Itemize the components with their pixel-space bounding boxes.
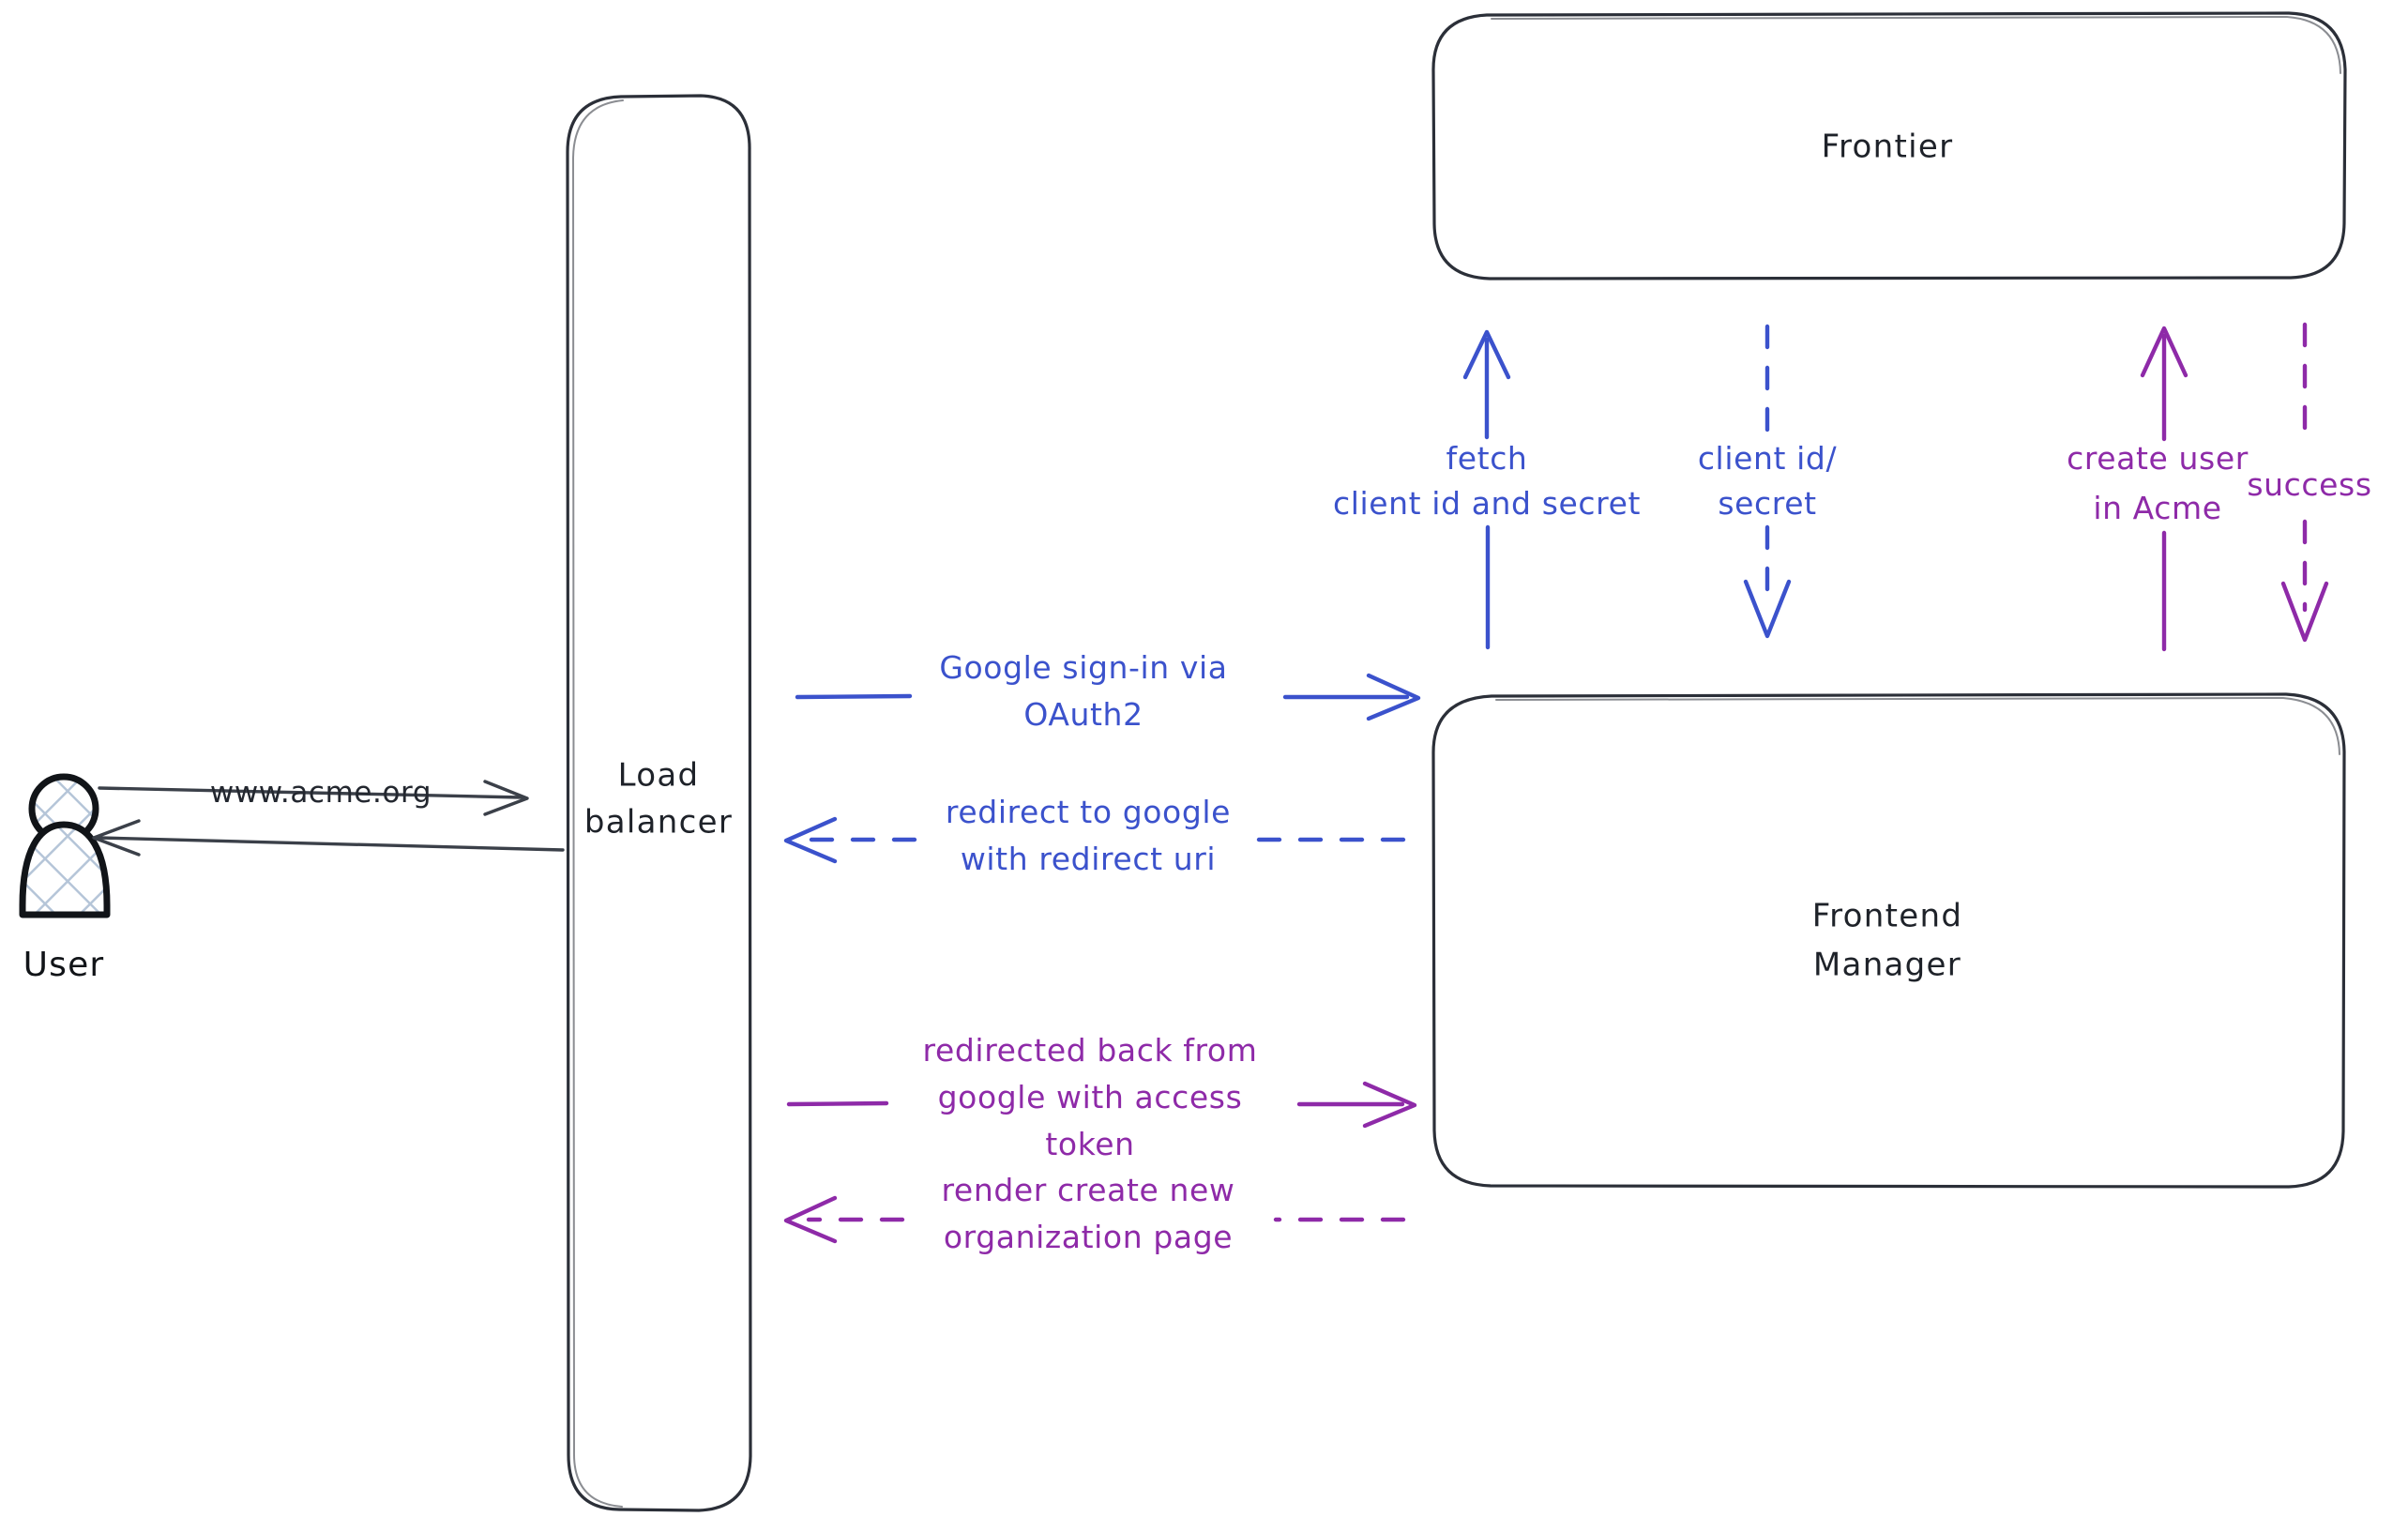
edge-fetch-label-line-2: client id and secret <box>1333 485 1641 522</box>
edge-user-to-lb-line <box>98 786 523 799</box>
edge-redirect-label-line-2: with redirect uri <box>961 841 1216 877</box>
edge-signin-label-line-2: OAuth2 <box>1023 696 1143 733</box>
user-label: User <box>23 946 105 984</box>
frontend-manager-hit-area[interactable] <box>1433 694 2345 1188</box>
edge-fetch-client-id-and-secret[interactable]: fetch client id and secret <box>1333 329 1641 650</box>
edge-google-signin-oauth2[interactable]: Google sign-in via OAuth2 <box>795 649 1421 733</box>
edge-success-arrowhead <box>2280 581 2329 643</box>
edge-render-create-new-organization-page[interactable]: render create new organization page <box>783 1172 1406 1255</box>
load-balancer-hit-area[interactable] <box>568 96 751 1512</box>
edge-creds-label-line-2: secret <box>1718 485 1816 522</box>
load-balancer-shape <box>566 94 752 1512</box>
user-body-icon <box>19 821 111 918</box>
frontier-sketch-stroke <box>1491 16 2341 74</box>
load-balancer-node[interactable]: Load balancer <box>566 94 752 1512</box>
edge-token-line-left <box>786 1100 889 1107</box>
frontend-manager-node[interactable]: Frontend Manager <box>1431 692 2346 1189</box>
edge-lb-to-user-line <box>98 836 565 852</box>
edge-user-to-lb-arrowhead <box>483 780 529 816</box>
edge-redirect-arrowhead <box>783 816 838 864</box>
edge-creds-arrowhead <box>1743 579 1792 639</box>
edge-create-user-label-line-2: in Acme <box>2093 490 2221 526</box>
edge-render-arrowhead <box>783 1195 838 1244</box>
edge-token-label-line-3: token <box>1045 1126 1134 1162</box>
edge-lb-to-user-arrowhead <box>92 819 141 857</box>
edge-redirect-to-google[interactable]: redirect to google with redirect uri <box>783 794 1406 877</box>
edge-user-to-lb-label: www.acme.org <box>210 776 432 810</box>
load-balancer-label-line-1: Load <box>618 757 700 795</box>
frontier-hit-area[interactable] <box>1433 13 2345 280</box>
frontend-manager-label-line-1: Frontend <box>1812 898 1962 935</box>
edge-token-label-line-2: google with access <box>938 1079 1243 1115</box>
user-actor[interactable]: User <box>13 769 118 990</box>
edge-fetch-label-line-1: fetch <box>1446 440 1528 477</box>
edge-render-label-line-2: organization page <box>944 1219 1233 1255</box>
edge-client-id-secret[interactable]: client id/ secret <box>1698 324 1838 639</box>
frontier-label: Frontier <box>1822 129 1954 166</box>
edge-redirect-label-line-1: redirect to google <box>946 794 1231 830</box>
load-balancer-label-line-2: balancer <box>584 804 733 842</box>
edge-fetch-arrowhead <box>1462 329 1511 380</box>
user-hit-area[interactable] <box>13 769 118 990</box>
edge-success-label: success <box>2247 466 2371 503</box>
edge-user-to-load-balancer[interactable]: www.acme.org <box>98 776 529 816</box>
load-balancer-sketch-stroke <box>572 99 624 1508</box>
edge-token-label-line-1: redirected back from <box>923 1032 1258 1069</box>
edge-redirected-back-with-token[interactable]: redirected back from google with access … <box>786 1032 1417 1162</box>
edge-create-user-arrowhead <box>2140 326 2188 378</box>
edge-success[interactable]: success <box>2247 322 2371 643</box>
frontend-manager-sketch-stroke <box>1495 697 2340 755</box>
frontend-manager-shape <box>1431 692 2346 1189</box>
edge-signin-line-left <box>795 693 913 700</box>
frontend-manager-label-line-2: Manager <box>1813 947 1961 984</box>
edge-create-user-in-acme[interactable]: create user in Acme <box>2067 326 2249 652</box>
frontier-shape <box>1431 11 2347 281</box>
frontier-node[interactable]: Frontier <box>1431 11 2347 281</box>
edge-render-label-line-1: render create new <box>941 1172 1234 1208</box>
edge-load-balancer-to-user[interactable] <box>92 819 565 857</box>
edge-creds-label-line-1: client id/ <box>1698 440 1838 477</box>
edge-signin-label-line-1: Google sign-in via <box>939 649 1227 686</box>
edge-signin-arrowhead <box>1366 673 1421 721</box>
edge-token-arrowhead <box>1362 1081 1417 1129</box>
edge-create-user-label-line-1: create user <box>2067 440 2249 477</box>
